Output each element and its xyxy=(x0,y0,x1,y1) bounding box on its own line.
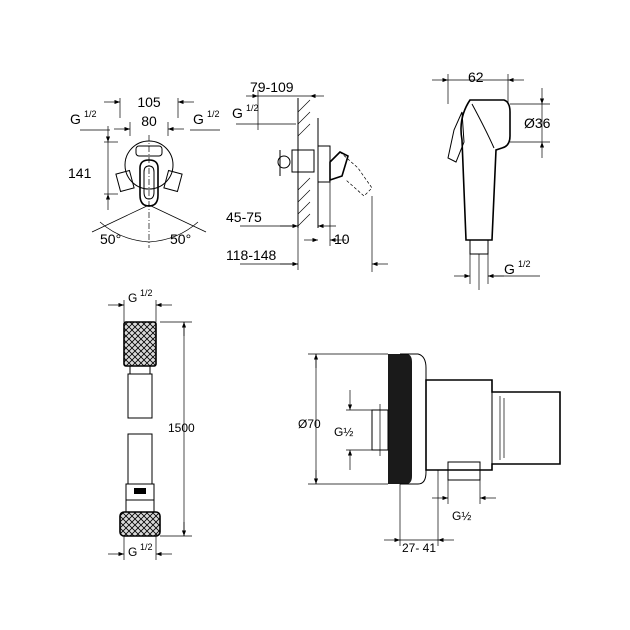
hose-view: G 1/2 1500 G 1/2 xyxy=(108,288,195,560)
dim-141-label: 141 xyxy=(68,165,92,181)
handshower-thread-label: G xyxy=(504,261,515,277)
wall-union-view: G½ G½ Ø70 27- 41 xyxy=(298,353,561,555)
angle-left-label: 50° xyxy=(100,231,121,247)
thread-left-frac: 1/2 xyxy=(84,109,97,119)
thread-right-frac: 1/2 xyxy=(207,109,220,119)
hose-nut-bottom xyxy=(119,511,161,537)
handshower-view: 62 Ø36 G 1/2 xyxy=(432,69,551,290)
hose-segment-upper xyxy=(127,373,153,419)
side-view: 79-109 G 1/2 45-75 10 118-148 xyxy=(226,79,388,272)
inlet-thread-label: G½ xyxy=(334,425,353,439)
dim-10-label: 10 xyxy=(334,231,350,247)
right-inlet xyxy=(163,169,183,193)
outlet-thread-label: G½ xyxy=(452,509,471,523)
hose-segment-lower xyxy=(127,433,153,485)
thread-right-label: G xyxy=(193,111,204,127)
hose-nut-top xyxy=(123,321,157,367)
dim-62-label: 62 xyxy=(468,69,484,85)
handshower-body xyxy=(460,99,511,241)
trigger xyxy=(447,111,465,163)
dim-45-75-label: 45-75 xyxy=(226,209,262,225)
hose-thread-bottom-label: G xyxy=(128,545,137,559)
angle-right-label: 50° xyxy=(170,231,191,247)
dim-79-109-label: 79-109 xyxy=(250,79,294,95)
valve-body xyxy=(291,149,315,173)
hose-thread-top-frac: 1/2 xyxy=(140,288,153,298)
wall-hatching xyxy=(297,99,311,227)
lever-handle xyxy=(139,159,159,207)
dim-80-label: 80 xyxy=(141,113,157,129)
dim-27-41-label: 27- 41 xyxy=(402,541,436,555)
side-thread-frac: 1/2 xyxy=(246,103,259,113)
escutcheon-side xyxy=(317,145,331,183)
handshower-thread-frac: 1/2 xyxy=(518,259,531,269)
side-thread-label: G xyxy=(232,105,243,121)
wall-plate xyxy=(388,354,412,484)
front-view: 105 80 G 1/2 G 1/2 141 50° 5 xyxy=(68,94,220,248)
outlet-thread xyxy=(447,461,481,481)
handshower-outlet xyxy=(469,239,489,255)
lever-side xyxy=(329,151,349,182)
dim-1500-label: 1500 xyxy=(168,421,195,435)
thread-left-label: G xyxy=(70,111,81,127)
union-body xyxy=(425,379,561,471)
dim-36-label: Ø36 xyxy=(524,115,551,131)
dim-70-label: Ø70 xyxy=(298,417,321,431)
left-inlet xyxy=(115,169,135,193)
hose-thread-top-label: G xyxy=(128,291,137,305)
hose-thread-bottom-frac: 1/2 xyxy=(140,542,153,552)
dim-105-label: 105 xyxy=(137,94,161,110)
dim-118-148-label: 118-148 xyxy=(226,247,277,263)
